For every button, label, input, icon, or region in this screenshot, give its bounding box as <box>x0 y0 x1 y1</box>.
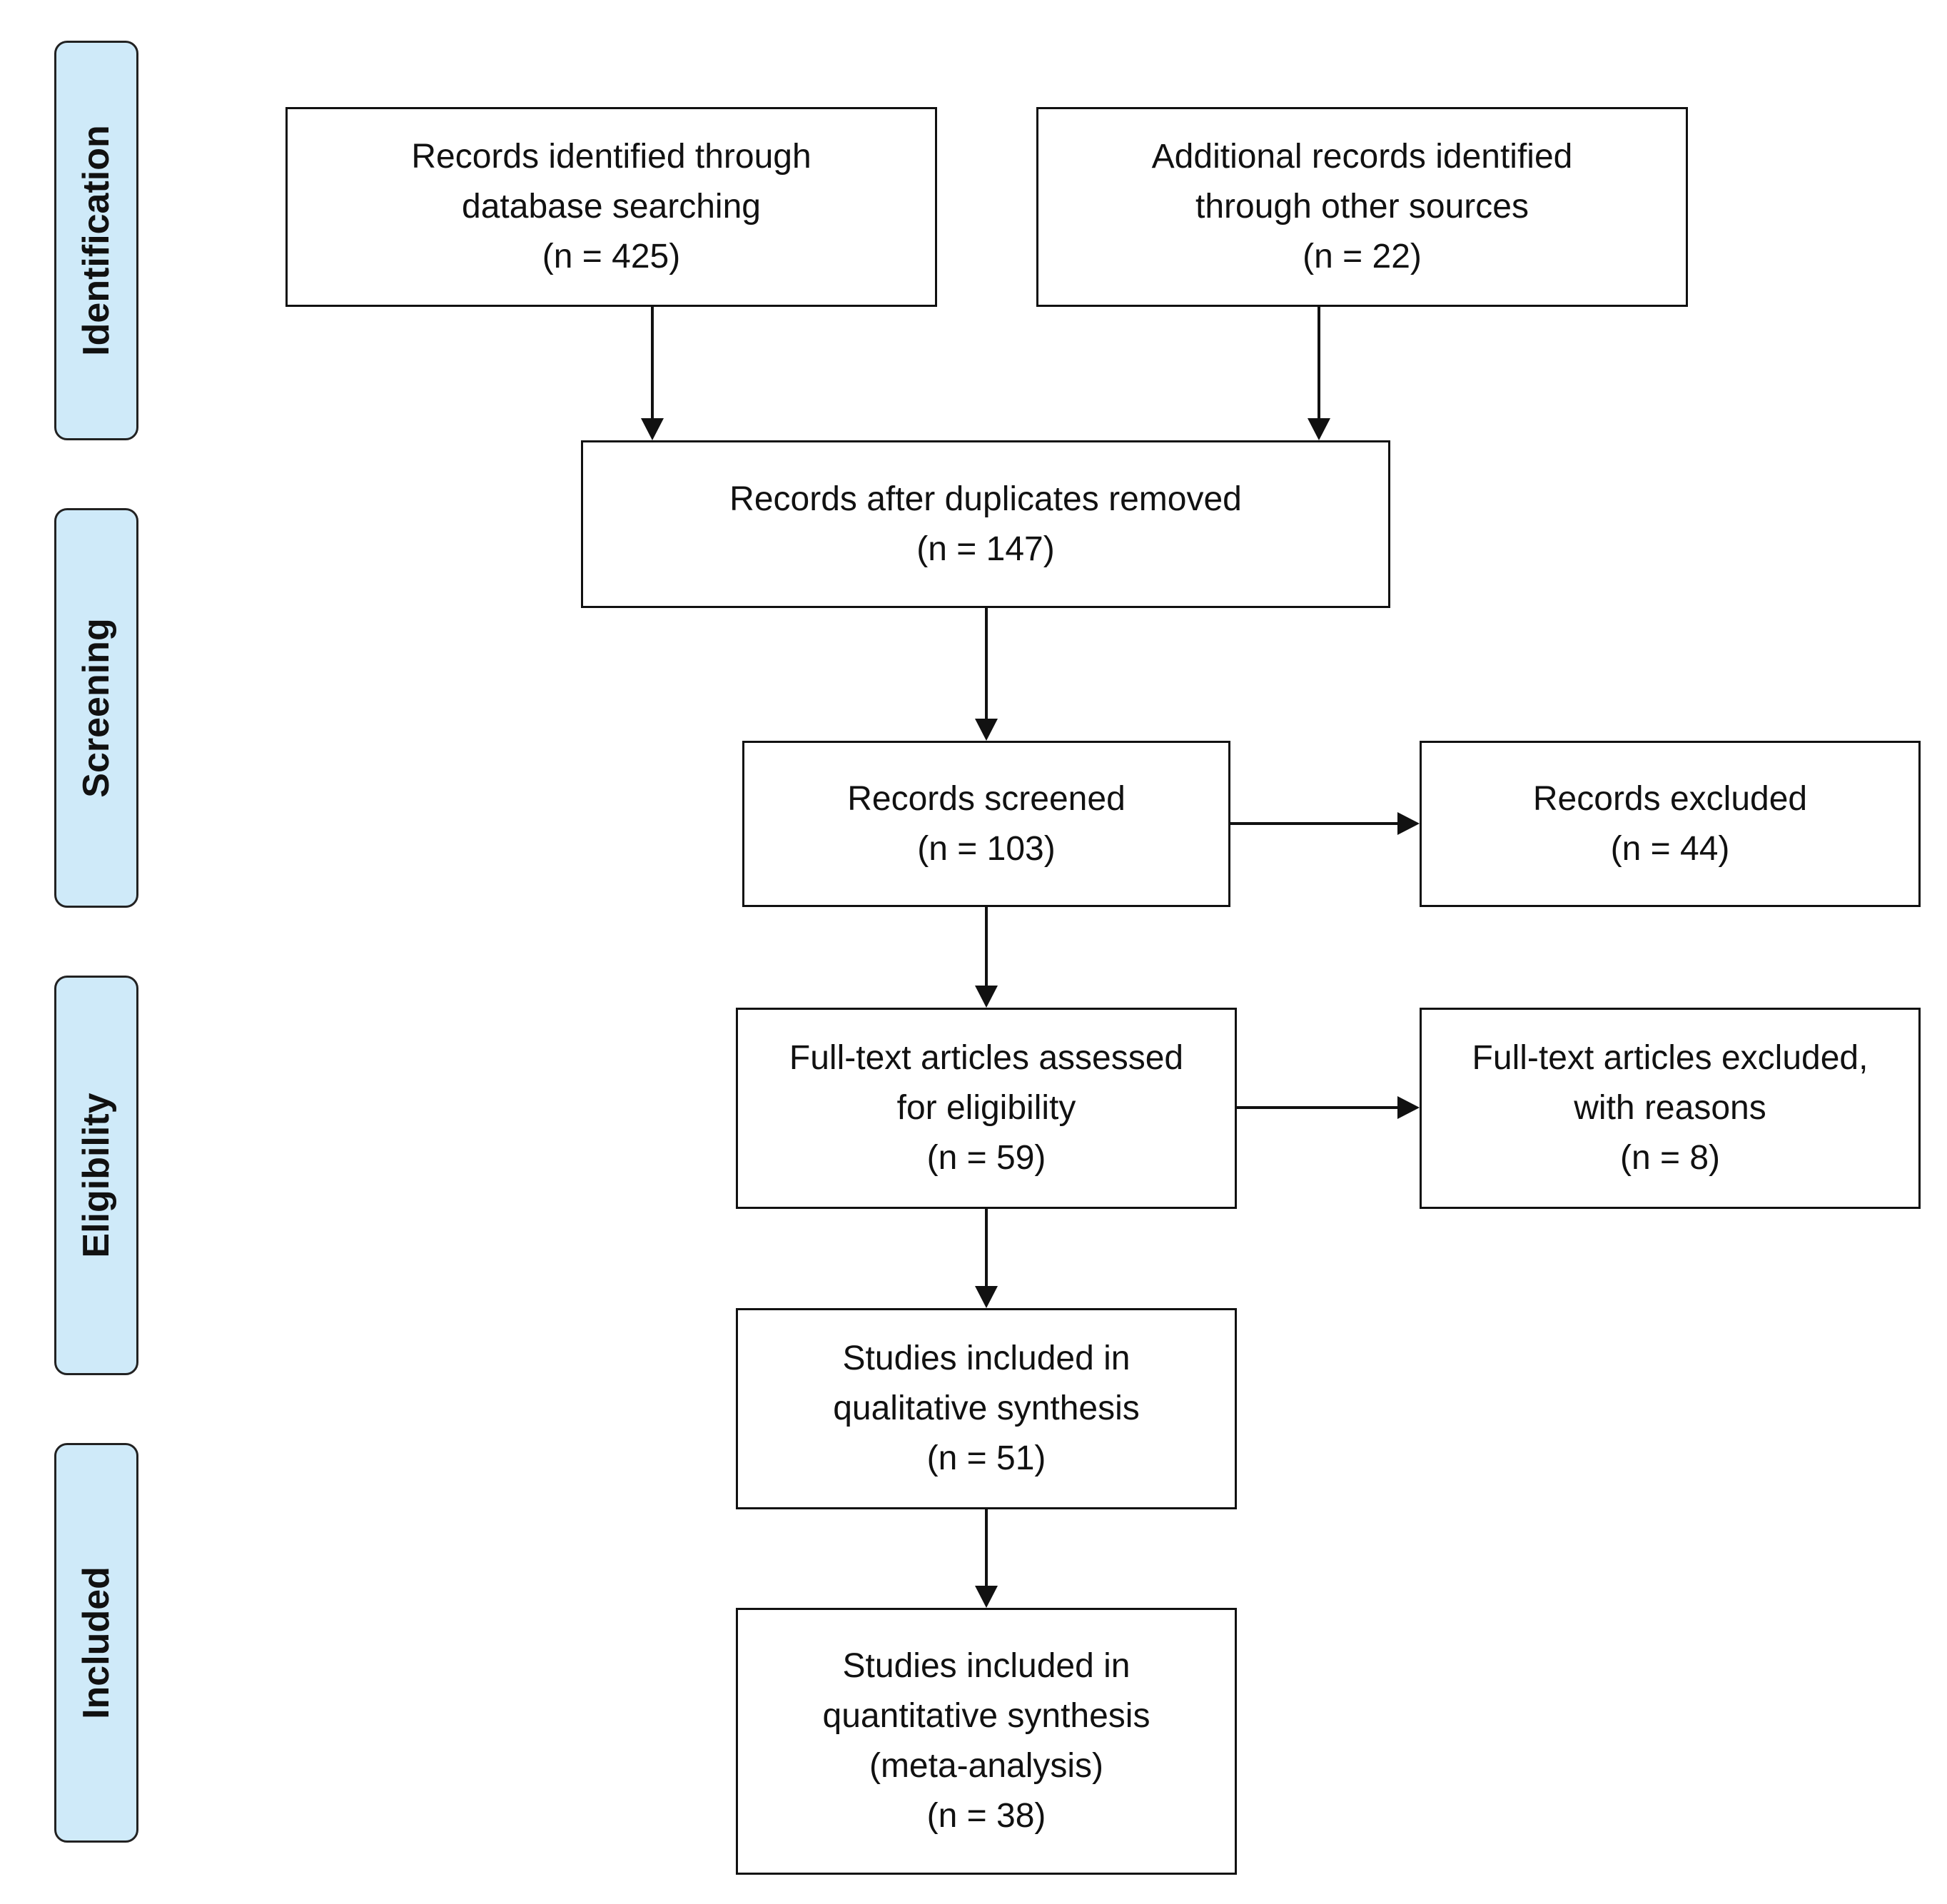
fulltext-excluded-box: Full-text articles excluded, with reason… <box>1420 1008 1921 1209</box>
database-records-text: Records identified through database sear… <box>411 138 811 275</box>
arrowhead-screened-to-fulltext <box>975 986 998 1008</box>
phase-identification-label: Identification <box>76 125 117 356</box>
arrowhead-other-to-duplicates <box>1308 418 1330 440</box>
phase-included: Included <box>54 1443 138 1843</box>
fulltext-assessed-text: Full-text articles assessed for eligibil… <box>789 1039 1184 1177</box>
qualitative-synthesis-text: Studies included in qualitative synthesi… <box>833 1340 1140 1477</box>
arrowhead-screened-to-excluded <box>1397 812 1420 835</box>
phase-screening-label: Screening <box>76 618 117 798</box>
arrowhead-fulltext-to-excluded <box>1397 1096 1420 1119</box>
phase-eligibility-label: Eligibility <box>76 1093 117 1258</box>
records-excluded-box: Records excluded (n = 44) <box>1420 741 1921 907</box>
records-screened-box: Records screened (n = 103) <box>742 741 1230 907</box>
arrowhead-fulltext-to-qualitative <box>975 1286 998 1308</box>
phase-identification: Identification <box>54 41 138 440</box>
fulltext-assessed-box: Full-text articles assessed for eligibil… <box>736 1008 1237 1209</box>
arrowhead-qualitative-to-quantitative <box>975 1586 998 1608</box>
database-records-box: Records identified through database sear… <box>285 107 937 307</box>
other-sources-text: Additional records identified through ot… <box>1151 138 1573 275</box>
duplicates-removed-text: Records after duplicates removed (n = 14… <box>729 480 1242 568</box>
arrowhead-database-to-duplicates <box>641 418 664 440</box>
quantitative-synthesis-box: Studies included in quantitative synthes… <box>736 1608 1237 1875</box>
fulltext-excluded-text: Full-text articles excluded, with reason… <box>1472 1039 1868 1177</box>
phase-included-label: Included <box>76 1566 117 1719</box>
duplicates-removed-box: Records after duplicates removed (n = 14… <box>581 440 1390 608</box>
phase-screening: Screening <box>54 508 138 908</box>
records-screened-text: Records screened (n = 103) <box>847 779 1126 868</box>
arrowhead-duplicates-to-screened <box>975 719 998 741</box>
phase-eligibility: Eligibility <box>54 976 138 1375</box>
qualitative-synthesis-box: Studies included in qualitative synthesi… <box>736 1308 1237 1509</box>
other-sources-box: Additional records identified through ot… <box>1036 107 1688 307</box>
quantitative-synthesis-text: Studies included in quantitative synthes… <box>822 1647 1150 1835</box>
records-excluded-text: Records excluded (n = 44) <box>1532 779 1808 868</box>
